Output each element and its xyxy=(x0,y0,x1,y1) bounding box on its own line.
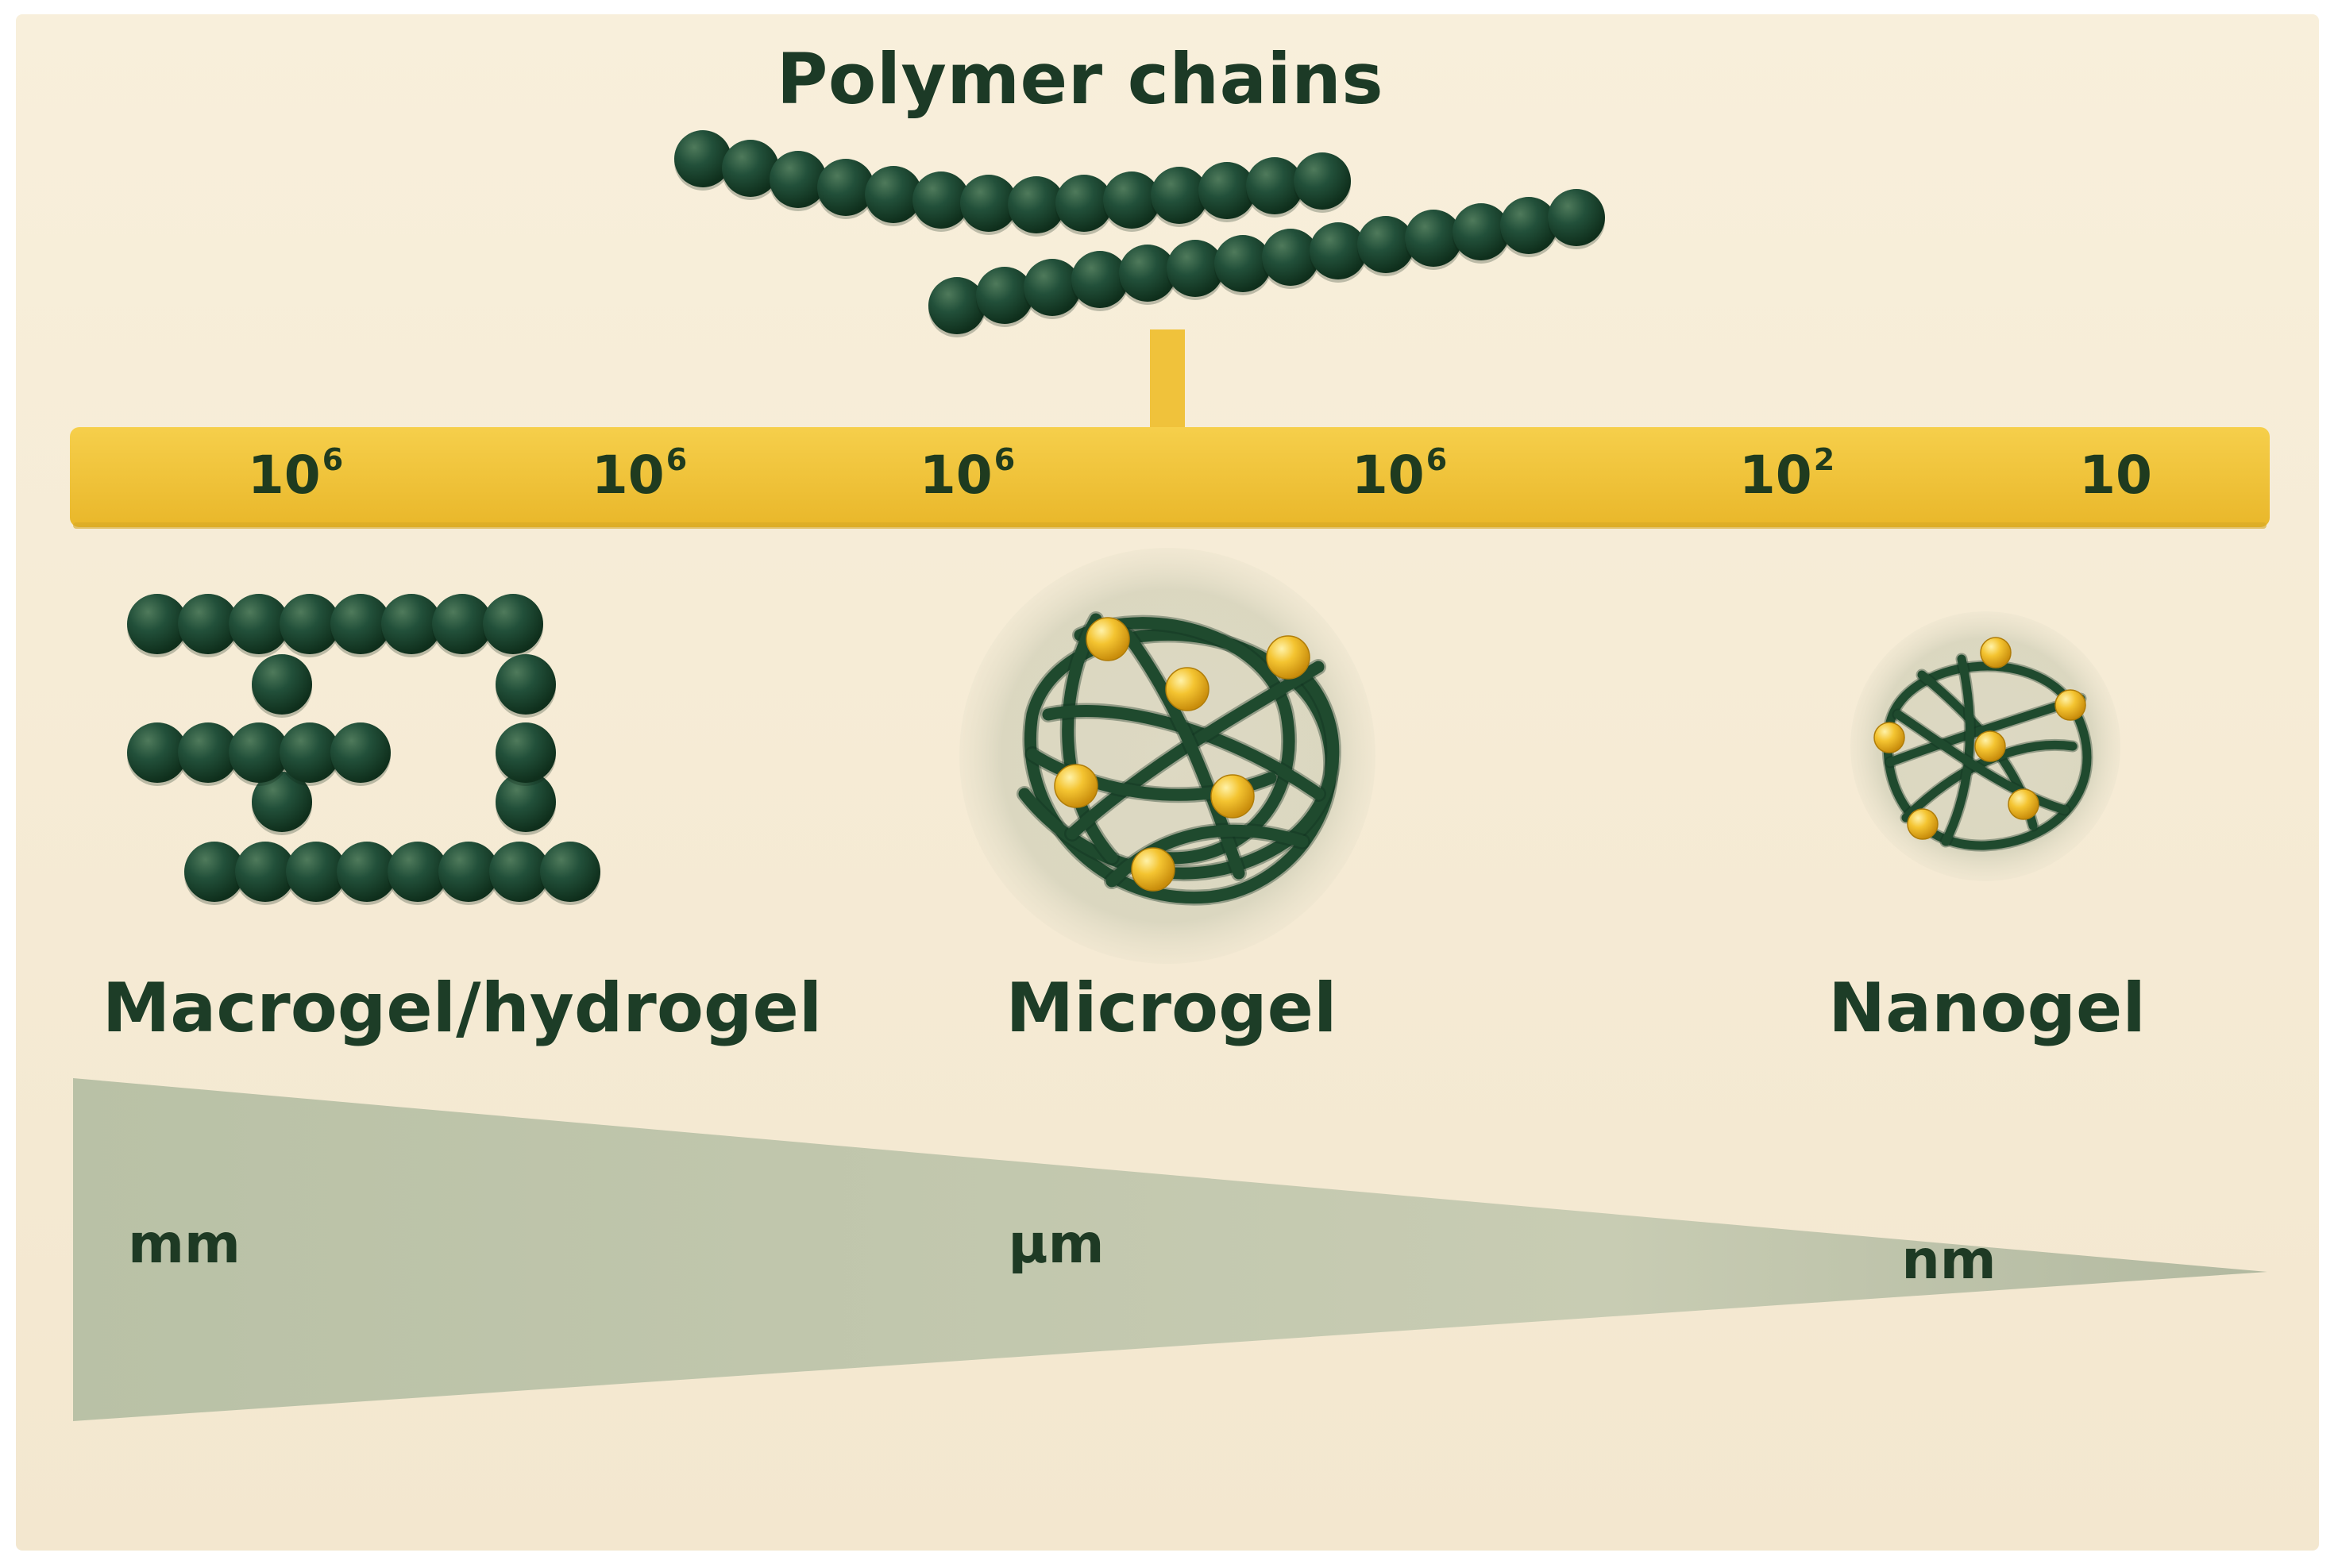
macrogel-bead xyxy=(489,842,550,902)
nanogel-network xyxy=(1873,637,2093,852)
nanogel-label: Nanogel xyxy=(1828,969,2146,1048)
nanogel-strand xyxy=(1893,710,2070,815)
microgel-crosslink xyxy=(1266,635,1310,680)
scale-bar-shadow xyxy=(73,522,2267,529)
nanogel-crosslink xyxy=(1974,730,2006,762)
scale-tick-1: 106 xyxy=(247,442,344,506)
macrogel-bead xyxy=(388,842,448,902)
microgel-label: Microgel xyxy=(1005,969,1337,1048)
macrogel-bead xyxy=(432,594,492,654)
chain1-bead xyxy=(674,130,731,187)
macrogel-bead xyxy=(286,842,346,902)
macrogel-bead xyxy=(438,842,499,902)
macrogel-bead xyxy=(229,594,289,654)
macrogel-bead xyxy=(178,722,238,783)
chain1-bead xyxy=(1055,175,1113,232)
microgel-strand xyxy=(1105,824,1309,888)
macrogel-bead xyxy=(280,594,340,654)
macrogel-bead xyxy=(229,722,289,783)
microgel-strand xyxy=(1062,613,1118,864)
chain1-bead xyxy=(817,159,874,216)
macrogel-bead xyxy=(381,594,442,654)
chain2-bead xyxy=(1357,216,1414,273)
chain2-bead xyxy=(1548,189,1605,246)
nanogel-crosslink xyxy=(1907,808,1939,840)
nanogel-crosslink xyxy=(2054,689,2086,721)
scale-connector xyxy=(1150,329,1185,433)
chain1-bead xyxy=(1151,167,1208,224)
macrogel-bead xyxy=(235,842,295,902)
chain2-bead xyxy=(928,277,986,334)
chain2-bead xyxy=(1024,259,1081,316)
chain1-bead xyxy=(960,175,1017,232)
macrogel-bead xyxy=(252,772,312,832)
microgel-crosslink xyxy=(1165,667,1210,711)
chain1-bead xyxy=(912,171,970,229)
size-wedge xyxy=(73,1078,2267,1421)
microgel-network xyxy=(1017,611,1341,906)
chain2-bead xyxy=(1500,197,1557,254)
macrogel-bead xyxy=(330,594,391,654)
macrogel-bead xyxy=(496,722,556,783)
macrogel-bead xyxy=(252,654,312,715)
macrogel-bead xyxy=(127,722,187,783)
macrogel-bead xyxy=(184,842,245,902)
macrogel-network xyxy=(127,594,600,905)
microgel-crosslink xyxy=(1210,774,1255,819)
macrogel-bead xyxy=(337,842,397,902)
macrogel-label: Macrogel/hydrogel xyxy=(102,969,823,1048)
chain2-bead xyxy=(1262,229,1319,286)
chain1-bead xyxy=(1103,171,1160,229)
diagram-title: Polymer chains xyxy=(776,38,1384,120)
chain1-bead xyxy=(1294,152,1351,210)
microgel-crosslink xyxy=(1131,847,1175,892)
chain1-bead xyxy=(1008,176,1065,233)
nanogel-crosslink xyxy=(1873,722,1905,753)
chain2-bead xyxy=(1453,203,1510,260)
scale-tick-2: 106 xyxy=(591,442,688,506)
scale-tick-6: 10 xyxy=(2079,445,2152,506)
microgel-crosslink xyxy=(1086,617,1130,661)
chain1-bead xyxy=(770,151,827,208)
polymer-chains xyxy=(674,130,1605,337)
chain2-bead xyxy=(976,267,1033,324)
macrogel-bead xyxy=(280,722,340,783)
nanogel-crosslink xyxy=(1980,637,2012,668)
scale-tick-5: 102 xyxy=(1738,442,1835,506)
chain2-bead xyxy=(1310,222,1367,279)
chain2-bead xyxy=(1167,240,1224,297)
macrogel-bead xyxy=(540,842,600,902)
macrogel-bead xyxy=(483,594,543,654)
microgel-strand xyxy=(1018,668,1340,880)
chain1-bead xyxy=(722,140,779,197)
chain1-bead xyxy=(1246,157,1303,214)
nanogel-crosslink xyxy=(2008,788,2039,820)
chain1-bead xyxy=(865,166,922,223)
macrogel-bead xyxy=(496,654,556,715)
unit-nm: nm xyxy=(1901,1229,1997,1292)
chain2-bead xyxy=(1214,235,1271,292)
macrogel-bead xyxy=(496,772,556,832)
chain2-bead xyxy=(1119,245,1176,302)
microgel-crosslink xyxy=(1054,764,1098,808)
chain2-bead xyxy=(1405,210,1462,267)
macrogel-bead xyxy=(330,722,391,783)
scale-bar xyxy=(70,427,2270,527)
chain2-bead xyxy=(1071,251,1128,308)
unit-mm: mm xyxy=(128,1213,241,1276)
scale-tick-4: 106 xyxy=(1351,442,1448,506)
unit-um: µm xyxy=(1008,1213,1105,1276)
macrogel-bead xyxy=(178,594,238,654)
chain1-bead xyxy=(1198,162,1256,219)
macrogel-bead xyxy=(127,594,187,654)
scale-tick-3: 106 xyxy=(919,442,1016,506)
